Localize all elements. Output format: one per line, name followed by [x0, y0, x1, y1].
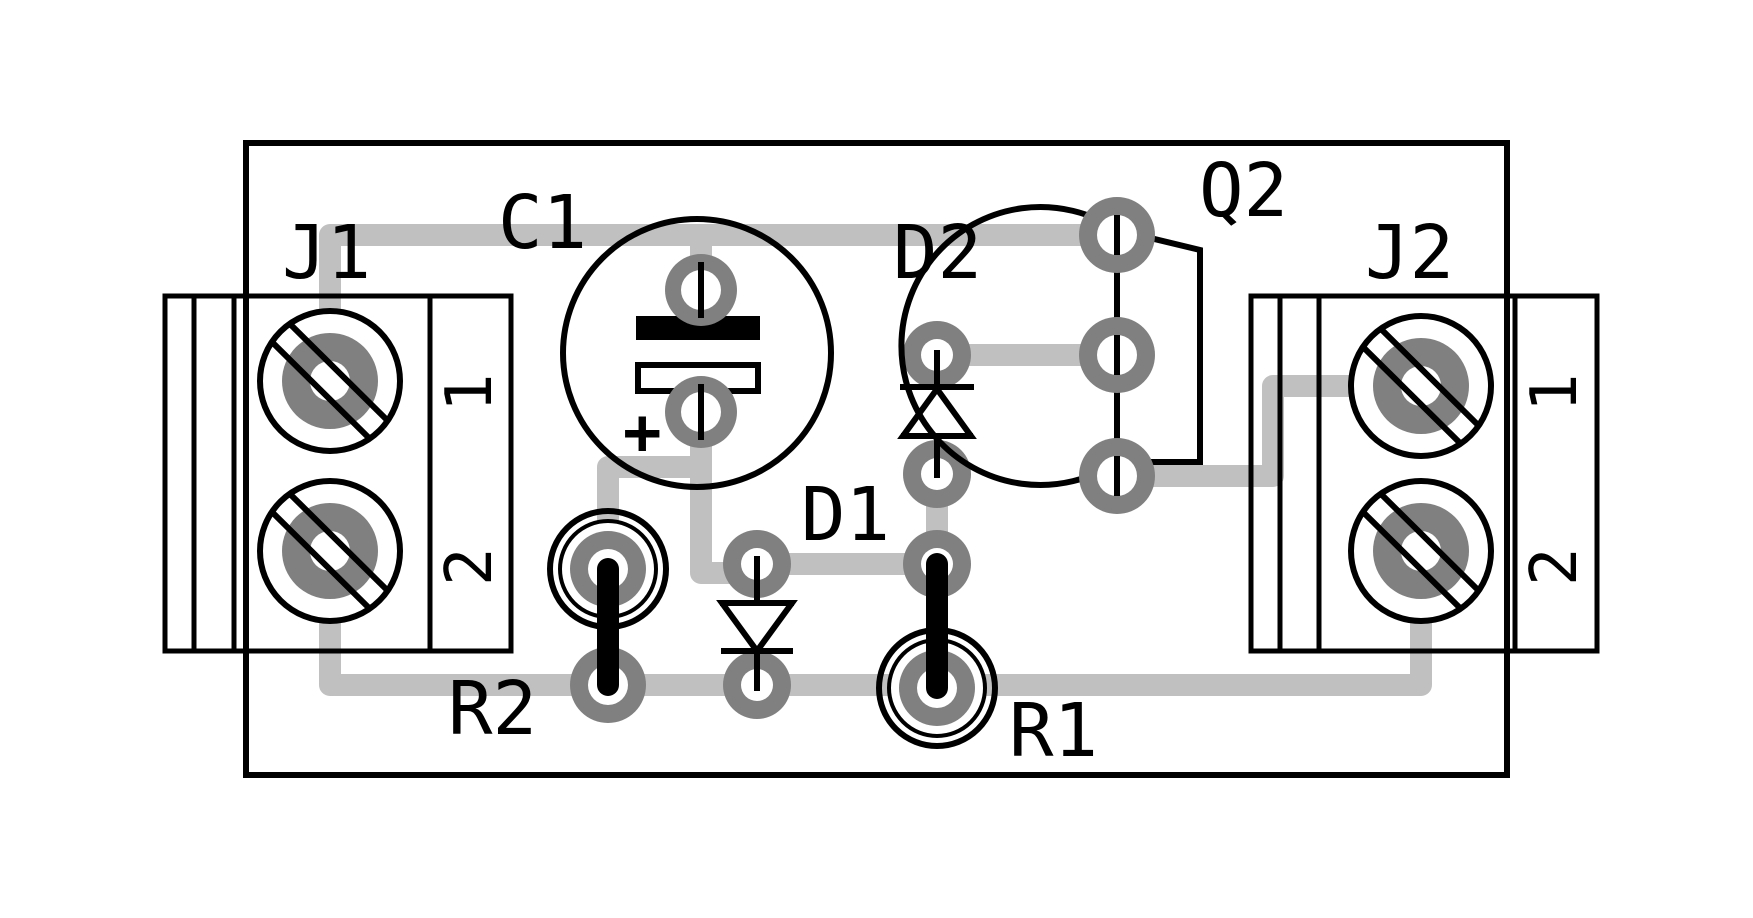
- board-outline: [243, 140, 1510, 778]
- q2-pad-top: [1079, 197, 1155, 273]
- traces: [319, 224, 1432, 696]
- j1-pin-1-pad: [257, 308, 403, 454]
- q2-pad-middle: [1079, 317, 1155, 393]
- label-d2: D2: [893, 210, 982, 296]
- diode-d1: [716, 530, 798, 719]
- j1-pin-2-pad: [257, 478, 403, 624]
- j2-pin-2-pad: [1348, 478, 1494, 624]
- c1-pad-positive: [665, 376, 737, 448]
- label-r1: R1: [1009, 688, 1098, 774]
- j1-pin-1-number: 1: [433, 373, 507, 412]
- diode-d2: [897, 321, 977, 508]
- trace-q2-to-j2-pin1: [1106, 375, 1432, 487]
- connector-j2: [1248, 293, 1600, 654]
- label-j1: J1: [282, 210, 371, 296]
- c1-pad-negative: [665, 254, 737, 326]
- transistor-q2: [898, 197, 1203, 514]
- label-r2: R2: [448, 666, 537, 752]
- j2-pin-1-pad: [1348, 313, 1494, 459]
- resistor-r1: [876, 530, 998, 749]
- d1-symbol: [716, 556, 798, 691]
- c1-polarity-mark: +: [623, 396, 662, 470]
- j2-pin-2-number: 2: [1518, 547, 1592, 586]
- capacitor-c1: [560, 216, 834, 490]
- connector-j1: [162, 293, 514, 654]
- label-j2: J2: [1365, 210, 1454, 296]
- label-d1: D1: [801, 472, 890, 558]
- j1-pin-2-number: 2: [433, 547, 507, 586]
- label-c1: C1: [498, 180, 587, 266]
- resistor-r2: [547, 508, 669, 723]
- q2-pad-bottom: [1079, 438, 1155, 514]
- j2-pin-1-number: 1: [1518, 373, 1592, 412]
- label-q2: Q2: [1199, 148, 1288, 234]
